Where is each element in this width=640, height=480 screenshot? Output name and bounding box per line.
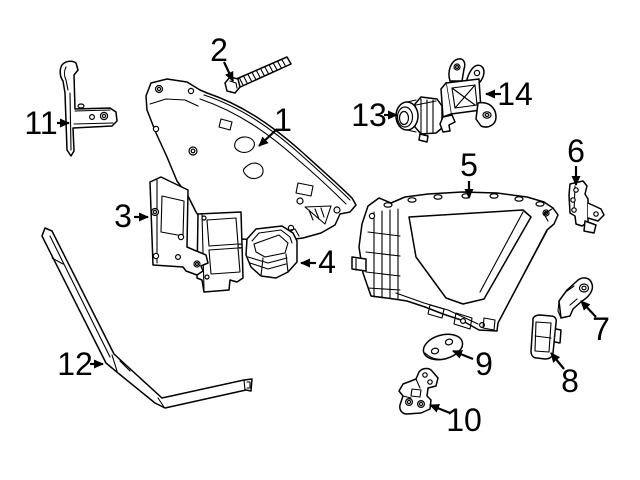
callout-labels: 1 2 3 4 5 6 7 8 9 10 11 12 13 14 <box>24 32 610 438</box>
part-1-radiator-support <box>145 78 357 293</box>
callout-arrows <box>57 61 597 415</box>
part-14-camera-bracket <box>439 58 497 133</box>
callout-label-4: 4 <box>318 244 336 280</box>
callout-arrow-1 <box>258 128 278 147</box>
part-9-oval-plate <box>422 333 464 361</box>
part-11-bracket <box>59 60 118 157</box>
callout-arrow-10 <box>429 403 451 415</box>
callout-label-6: 6 <box>567 133 585 169</box>
callout-label-7: 7 <box>592 311 610 347</box>
part-12-brace-bar <box>41 227 253 409</box>
callout-arrow-8 <box>550 352 565 370</box>
callout-label-14: 14 <box>497 76 533 112</box>
part-5-side-support-panel <box>351 191 559 332</box>
callout-label-2: 2 <box>210 32 228 68</box>
part-10-lower-bracket <box>398 367 439 415</box>
part-8-pad <box>530 314 562 360</box>
callout-arrow-7 <box>580 300 597 318</box>
callout-label-8: 8 <box>561 363 579 399</box>
callout-label-5: 5 <box>460 147 478 183</box>
part-6-mounting-bracket <box>568 180 605 234</box>
callout-label-9: 9 <box>475 346 493 382</box>
callout-label-12: 12 <box>57 346 93 382</box>
part-3-bracket-panel <box>149 176 209 276</box>
part-4-duct-box <box>245 225 298 279</box>
callout-arrow-9 <box>452 349 474 361</box>
callout-label-3: 3 <box>114 198 132 234</box>
part-7-teardrop-bracket <box>557 277 594 319</box>
callout-label-1: 1 <box>274 102 292 138</box>
callout-arrow-2 <box>223 61 234 82</box>
callout-label-11: 11 <box>24 105 57 141</box>
callout-label-13: 13 <box>351 97 387 133</box>
part-2-bolt <box>224 56 292 94</box>
callout-label-10: 10 <box>446 402 482 438</box>
part-13-camera-unit <box>395 96 443 143</box>
